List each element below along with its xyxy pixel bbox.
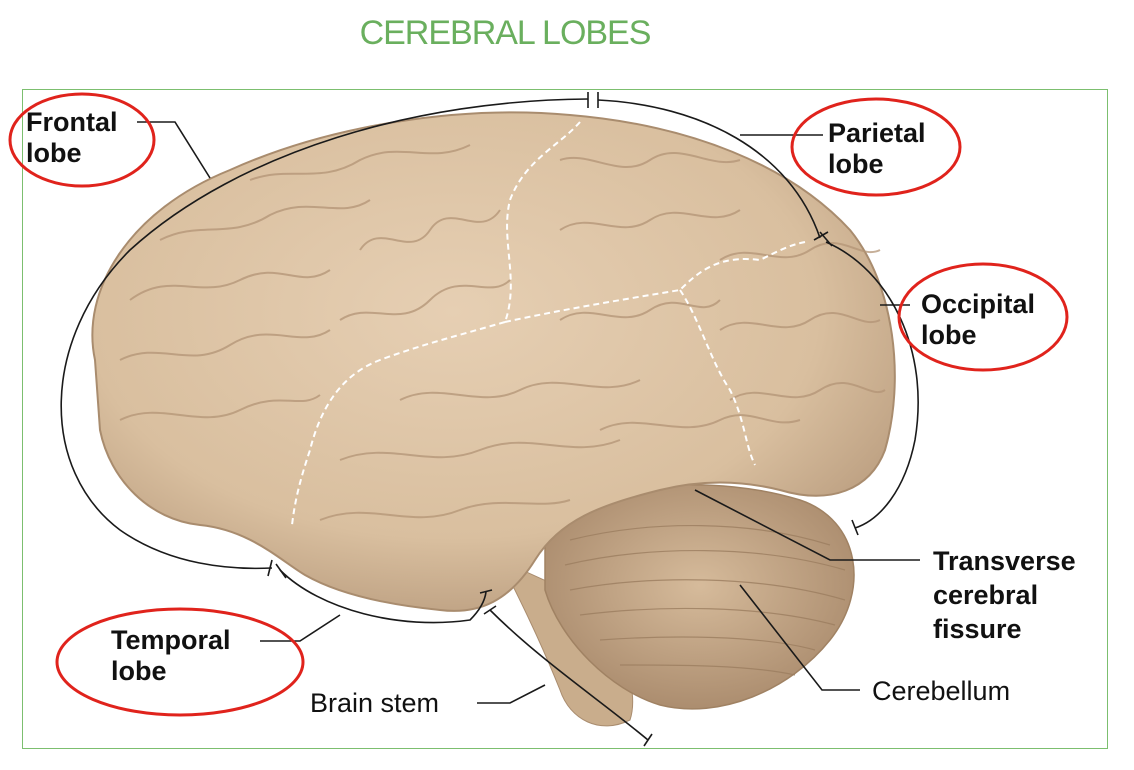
brain-stem-bracket — [489, 609, 649, 741]
label-fissure-line1: Transverse — [933, 546, 1076, 576]
label-parietal-lobe: Parietal lobe — [828, 118, 926, 180]
cerebellum-folia — [564, 524, 846, 676]
label-transverse-cerebral-fissure: Transverse cerebral fissure — [933, 544, 1076, 646]
label-temporal-lobe: Temporal lobe — [111, 625, 231, 687]
label-occipital-line1: Occipital — [921, 289, 1036, 319]
label-brain-stem: Brain stem — [310, 688, 440, 718]
label-cerebellum: Cerebellum — [872, 676, 1011, 706]
cerebrum-shape — [91, 111, 896, 612]
occipital-highlight-circle — [897, 262, 1069, 372]
label-frontal-lobe: Frontal lobe — [26, 107, 118, 169]
parietal-bracket — [597, 99, 821, 239]
occipital-bracket — [825, 241, 919, 529]
label-fissure-line3: fissure — [933, 614, 1022, 644]
highlight-circles — [8, 92, 1069, 717]
label-frontal-line2: lobe — [26, 138, 82, 168]
temporal-bracket — [279, 569, 487, 624]
label-frontal-line1: Frontal — [26, 107, 118, 137]
figure-frame — [22, 89, 1108, 749]
label-fissure-line2: cerebral — [933, 580, 1039, 610]
label-occipital-line2: lobe — [921, 320, 977, 350]
label-parietal-line2: lobe — [828, 149, 884, 179]
parietal-highlight-circle — [790, 97, 962, 197]
frontal-bracket — [60, 98, 589, 570]
frontal-highlight-circle — [8, 92, 156, 188]
lobe-boundaries — [291, 121, 806, 526]
lobe-brackets — [60, 92, 919, 747]
cerebellum-shape — [544, 483, 855, 710]
label-occipital-lobe: Occipital lobe — [921, 289, 1035, 351]
label-temporal-line2: lobe — [111, 656, 167, 686]
temporal-highlight-circle — [55, 607, 305, 717]
diagram-title: CEREBRAL LOBES — [359, 14, 652, 52]
gyri-texture — [119, 144, 886, 521]
label-parietal-line1: Parietal — [828, 118, 926, 148]
label-temporal-line1: Temporal — [111, 625, 231, 655]
